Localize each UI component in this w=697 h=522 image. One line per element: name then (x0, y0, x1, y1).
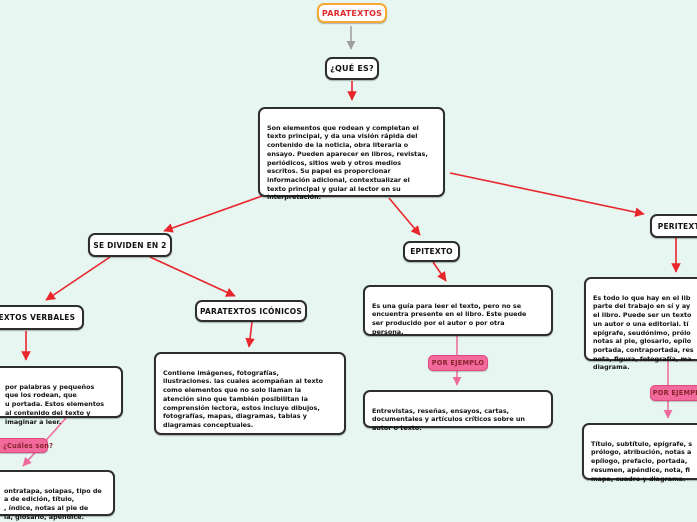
node-se-dividen-en-2[interactable]: SE DIVIDEN EN 2 (88, 233, 172, 257)
node-epitexto[interactable]: EPITEXTO (403, 241, 460, 262)
node-verbales-examples[interactable]: ontratapa, solapas, tipo de a de edición… (0, 470, 115, 521)
node-verbales-examples-text: ontratapa, solapas, tipo de a de edición… (4, 486, 102, 521)
label-cuales-son[interactable]: ¿Cuáles son? (0, 438, 53, 453)
connector-iconicos-to-desc (245, 321, 255, 348)
label-por-ejemplo-peritexto[interactable]: POR EJEMPLO (650, 385, 697, 401)
node-paratextos-root[interactable]: PARATEXTOS (317, 3, 387, 23)
node-paratextos-verbales[interactable]: PARATEXTOS VERBALES (0, 305, 84, 330)
connector-se-dividen-to-verbales (45, 256, 111, 301)
node-iconicos-description[interactable]: Contiene imágenes, fotografías, ilustrac… (154, 352, 346, 435)
node-verbales-description[interactable]: por palabras y pequeños que los rodean, … (0, 366, 123, 426)
node-epitexto-description[interactable]: Es una guía para leer el texto, pero no … (363, 285, 553, 336)
node-definition-text: Son elementos que rodean y completan el … (267, 123, 428, 202)
connector-epitexto-to-desc (432, 261, 447, 282)
label-por-ejemplo-peritexto-text: POR EJEMPLO (652, 389, 697, 397)
connector-definition-to-epitexto (388, 197, 421, 236)
connector-definition-to-peritexto (449, 172, 645, 217)
label-cuales-son-text: ¿Cuáles son? (3, 441, 54, 450)
label-por-ejemplo-epitexto-text: POR EJEMPLO (431, 359, 485, 367)
connector-definition-to-se-dividen (163, 195, 263, 233)
node-epitexto-examples[interactable]: Entrevistas, reseñas, ensayos, cartas, d… (363, 390, 553, 432)
node-peritexto-description-text: Es todo lo que hay en el lib parte del t… (593, 293, 694, 372)
node-peritexto-description[interactable]: Es todo lo que hay en el lib parte del t… (584, 277, 697, 371)
node-verbales-description-text: por palabras y pequeños que los rodean, … (5, 382, 105, 426)
node-peritexto-examples[interactable]: Título, subtítulo, epígrafe, s prólogo, … (582, 423, 697, 483)
node-se-dividen-label: SE DIVIDEN EN 2 (93, 240, 167, 250)
node-epitexto-examples-text: Entrevistas, reseñas, ensayos, cartas, d… (372, 406, 525, 433)
label-por-ejemplo-epitexto[interactable]: POR EJEMPLO (428, 355, 488, 371)
node-epitexto-label: EPITEXTO (410, 247, 453, 256)
node-epitexto-description-text: Es una guía para leer el texto, pero no … (372, 301, 527, 336)
node-paratextos-root-label: PARATEXTOS (321, 8, 383, 18)
node-definition[interactable]: Son elementos que rodean y completan el … (258, 107, 445, 201)
node-peritexto-examples-text: Título, subtítulo, epígrafe, s prólogo, … (591, 439, 693, 483)
node-iconicos-description-text: Contiene imágenes, fotografías, ilustrac… (163, 368, 324, 429)
node-paratextos-iconicos-label: PARATEXTOS ICÓNICOS (200, 306, 302, 316)
node-que-es-label: ¿QUÉ ES? (330, 64, 374, 73)
node-paratextos-verbales-label: PARATEXTOS VERBALES (0, 313, 76, 322)
node-paratextos-iconicos[interactable]: PARATEXTOS ICÓNICOS (195, 300, 307, 322)
connector-se-dividen-to-iconicos (149, 256, 236, 297)
node-que-es[interactable]: ¿QUÉ ES? (325, 57, 379, 80)
node-peritexto-label: PERITEXTO (657, 221, 697, 231)
node-peritexto[interactable]: PERITEXTO (650, 214, 697, 238)
